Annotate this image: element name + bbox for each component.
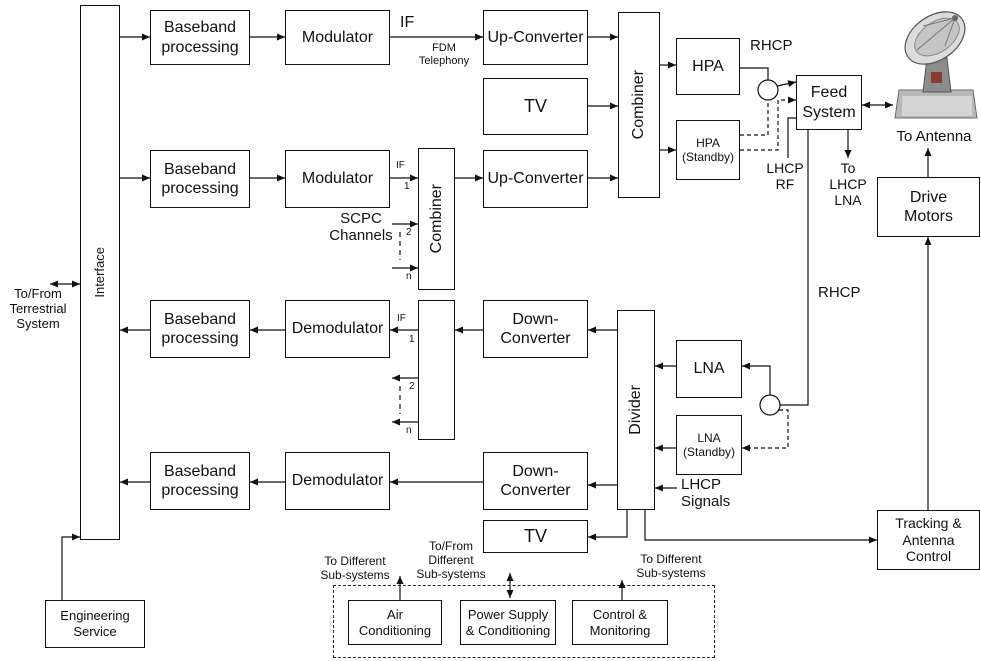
dish-feed-struts <box>916 17 956 51</box>
control-monitoring-note: To Different Sub-systems <box>636 552 706 580</box>
rhcp-receive-line <box>780 130 809 406</box>
polarizer-to-lna-standby-dashed-arrow <box>742 409 789 452</box>
channel-n-label-rx1: n <box>406 425 412 436</box>
lhcp-rf-line <box>787 117 796 158</box>
engineering-to-interface-arrow <box>61 533 80 600</box>
hpa-standby-to-polarizer-dashed-line <box>740 100 769 136</box>
baseband-processing-rx1: Baseband processing <box>150 300 250 358</box>
power-supply-note: To/From Different Sub-systems <box>416 539 486 581</box>
up-converter-tx2: Up-Converter <box>483 150 588 208</box>
modulator-tx1: Modulator <box>285 10 390 65</box>
combiner-main-label: Combiner <box>630 70 648 140</box>
if-label-rx1: IF <box>397 313 406 324</box>
support-subsystems-group <box>333 585 715 658</box>
hpa-standby-block: HPA (Standby) <box>676 120 740 180</box>
if-label-tx1: IF <box>400 14 415 31</box>
engineering-service-block: Engineering Service <box>45 600 145 648</box>
modulator-tx2: Modulator <box>285 150 390 208</box>
to-lhcp-lna-label: To LHCP LNA <box>829 160 867 209</box>
channel-n-label-tx2: n <box>406 271 412 282</box>
lhcp-rf-label: LHCP RF <box>766 160 804 193</box>
baseband-processing-tx1: Baseband processing <box>150 10 250 65</box>
down-converter-rx1: Down- Converter <box>483 300 588 358</box>
interface-block: Interface <box>80 5 120 540</box>
terrestrial-system-label: To/From Terrestrial System <box>9 286 67 331</box>
rx-channel-divider-block <box>418 300 455 440</box>
hpa-standby-to-feed-dashed-arrow <box>740 96 796 151</box>
polarizer-to-feed-arrow <box>776 80 797 88</box>
air-conditioning-note: To Different Sub-systems <box>320 554 390 582</box>
tv-rx-output: TV <box>483 520 588 553</box>
power-supply-block: Power Supply & Conditioning <box>460 600 556 645</box>
channel-1-label-tx2: 1 <box>404 181 410 192</box>
scpc-combiner-label: Combiner <box>427 184 445 254</box>
divider-label: Divider <box>627 385 645 435</box>
control-monitoring-block: Control & Monitoring <box>572 600 668 645</box>
channel-2-label-rx1: 2 <box>409 381 415 392</box>
lna-standby-block: LNA (Standby) <box>676 415 742 475</box>
drive-motors-block: Drive Motors <box>877 177 980 237</box>
scpc-combiner-block: Combiner <box>418 148 455 290</box>
lhcp-signals-label: LHCP Signals <box>681 476 731 511</box>
tv-tx-source: TV <box>483 78 588 135</box>
antenna-building-face <box>902 96 972 116</box>
interface-label: Interface <box>92 247 108 298</box>
air-conditioning-block: Air Conditioning <box>348 600 442 645</box>
rx-polarizer-circle <box>759 394 781 416</box>
antenna-mount-detail <box>931 72 942 83</box>
lna-block: LNA <box>676 340 742 398</box>
dish-feed-horn <box>952 15 958 21</box>
satellite-dish-icon <box>894 11 978 119</box>
demodulator-rx1: Demodulator <box>285 300 390 358</box>
scpc-channels-label: SCPC Channels <box>329 210 393 245</box>
combiner-main-block: Combiner <box>618 12 660 198</box>
polarizer-to-lna-arrow <box>742 362 771 395</box>
divider-to-tracking-arrow <box>644 510 877 544</box>
fdm-telephony-label: FDM Telephony <box>418 42 470 67</box>
channel-2-label-tx2: 2 <box>406 227 412 238</box>
tx-polarizer-circle <box>757 79 779 101</box>
to-antenna-label: To Antenna <box>896 128 972 145</box>
tracking-antenna-control-block: Tracking & Antenna Control <box>877 510 980 570</box>
hpa-block: HPA <box>676 38 740 95</box>
divider-block: Divider <box>617 310 655 510</box>
feed-system-block: Feed System <box>796 75 862 130</box>
rhcp-rx-label: RHCP <box>818 284 861 301</box>
down-converter-rx2: Down- Converter <box>483 452 588 510</box>
baseband-processing-tx2: Baseband processing <box>150 150 250 208</box>
hpa-to-polarizer-line <box>740 67 769 80</box>
rhcp-tx-label: RHCP <box>750 37 793 54</box>
baseband-processing-rx2: Baseband processing <box>150 452 250 510</box>
up-converter-tx1: Up-Converter <box>483 10 588 65</box>
demodulator-rx2: Demodulator <box>285 452 390 510</box>
divider-to-tv-arrow <box>588 510 628 541</box>
if-label-tx2: IF <box>396 160 405 171</box>
channel-1-label-rx1: 1 <box>409 334 415 345</box>
